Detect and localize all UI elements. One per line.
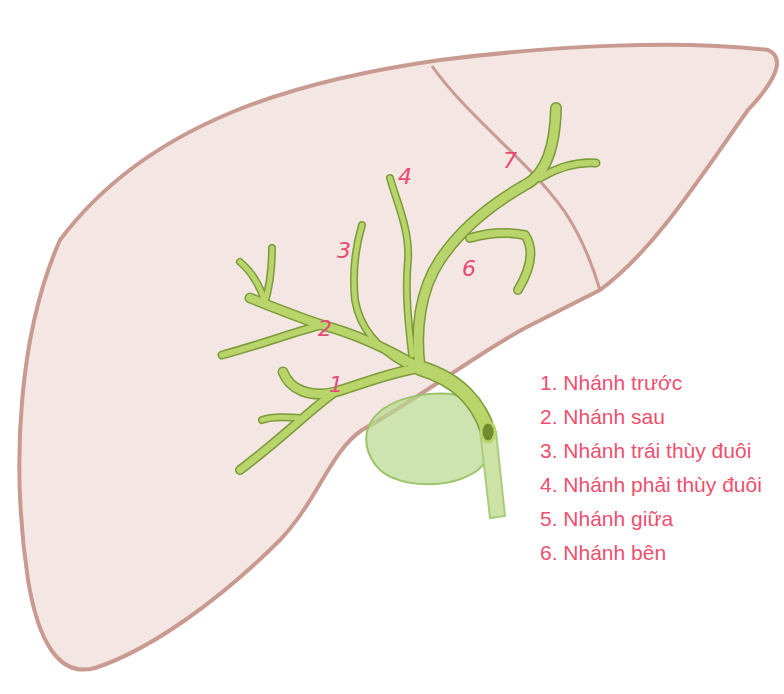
- legend-note: 3. Nhánh trái thùy đuôi: [540, 436, 768, 466]
- duct-outline: [354, 225, 405, 364]
- legend-note: 2. Nhánh sau: [540, 402, 768, 432]
- callout-number: 1: [329, 374, 343, 396]
- duct: [354, 225, 405, 364]
- duct-outline: [390, 178, 412, 355]
- callout-number: 6: [462, 258, 476, 280]
- legend-note: 5. Nhánh giữa: [540, 504, 768, 534]
- duct: [240, 392, 335, 470]
- duct: [262, 417, 300, 420]
- duct: [283, 368, 420, 394]
- duct-outline: [222, 325, 322, 355]
- duct: [390, 178, 412, 355]
- duct: [420, 368, 488, 432]
- callout-number: 2: [318, 318, 332, 340]
- duct: [265, 248, 272, 302]
- duct: [240, 262, 265, 302]
- duct: [540, 163, 596, 178]
- bile-ducts: [222, 108, 596, 470]
- callout-number: 4: [398, 166, 412, 188]
- duct-outline: [240, 392, 335, 470]
- callout-number: 3: [337, 240, 351, 262]
- duct-outline: [262, 417, 300, 420]
- legend-note: 6. Nhánh bên: [540, 538, 768, 568]
- duct-outline: [265, 248, 272, 302]
- duct: [470, 233, 530, 290]
- common-duct: [480, 430, 505, 518]
- duct-outline: [420, 368, 488, 432]
- legend-note: 4. Nhánh phải thùy đuôi: [540, 470, 768, 500]
- liver-outline: [19, 45, 777, 670]
- duct-outline: [470, 233, 530, 290]
- duct-outline: [283, 368, 420, 394]
- legend-note: 1. Nhánh trước: [540, 368, 768, 398]
- duct-outline: [418, 108, 556, 368]
- lobe-divide: [432, 66, 600, 290]
- duct: [418, 108, 556, 368]
- duct-end: [481, 422, 495, 442]
- callout-number: 7: [503, 150, 517, 172]
- duct: [222, 325, 322, 355]
